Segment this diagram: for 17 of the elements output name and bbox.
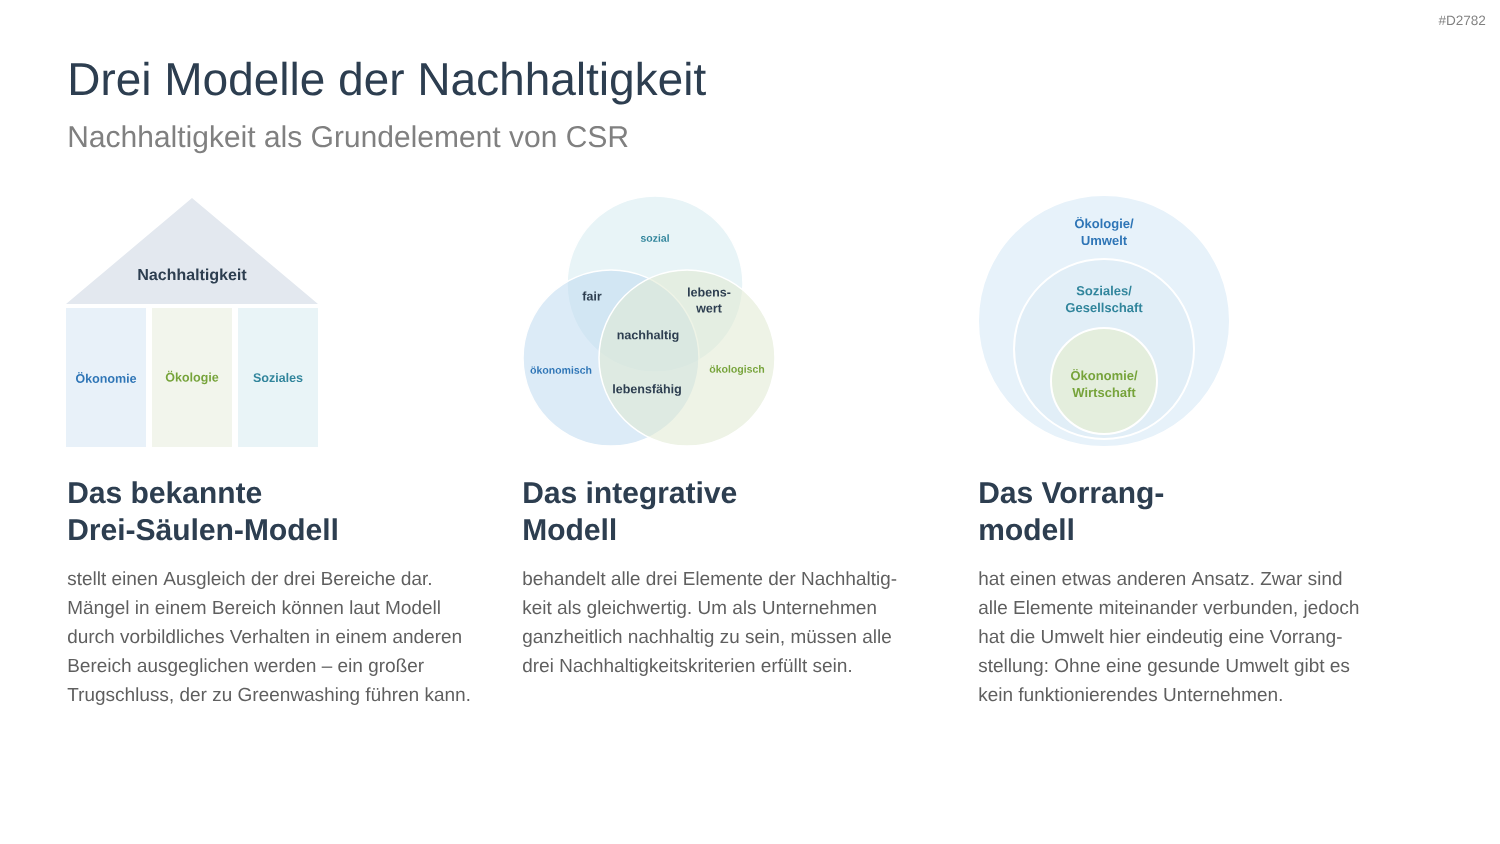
paragraph: behandelt alle drei Elemente der Nachhaltig- keit als gleichwertig. Um als Unternehmen ganzheitlich nachhaltig zu sein, müssen alle drei Nachhaltigkeitskriterien erfüllt sein. (523, 571, 897, 676)
overlap-label: nachhaltig (617, 330, 679, 342)
section-heading: Das integrative Modell (524, 481, 737, 541)
section-heading: Das Vorrang- modell (980, 482, 1164, 541)
overlap-label: fair (582, 291, 602, 301)
subtitle: Nachhaltigkeit als Grundelement von CSR (69, 125, 628, 154)
paragraph: hat einen etwas anderen Ansatz. Zwar sind alle Elemente miteinander verbunden, jedoch hat die Umwelt hier eindeutig eine Vorrang- stellung: Ohne eine gesunde Umwelt gibt es kein funktionierendes Unternehmen. (978, 571, 1359, 702)
section-heading: Das bekannte Drei-Säulen-Modell (69, 481, 337, 541)
overlap-label: lebens- wert (688, 287, 731, 313)
page-code: #D2782 (1438, 15, 1486, 26)
pillar-box: Ökonomie (66, 308, 146, 447)
pillar-box: Soziales (238, 308, 318, 447)
pillar-box: Ökologie (152, 308, 232, 447)
roof-triangle: Nachhaltigkeit (66, 198, 318, 304)
paragraph: stellt einen Ausgleich der drei Bereiche dar. Mängel in einem Bereich können laut Modell durch vorbildliches Verhalten in einem anderen Bereich ausgeglichen werden – ein großer Trugschluss, der zu Greenwashing führen kann. (67, 571, 470, 705)
title: Drei Modelle der Nachhaltigkeit (71, 61, 706, 105)
overlap-label: lebensfähig (613, 384, 681, 396)
